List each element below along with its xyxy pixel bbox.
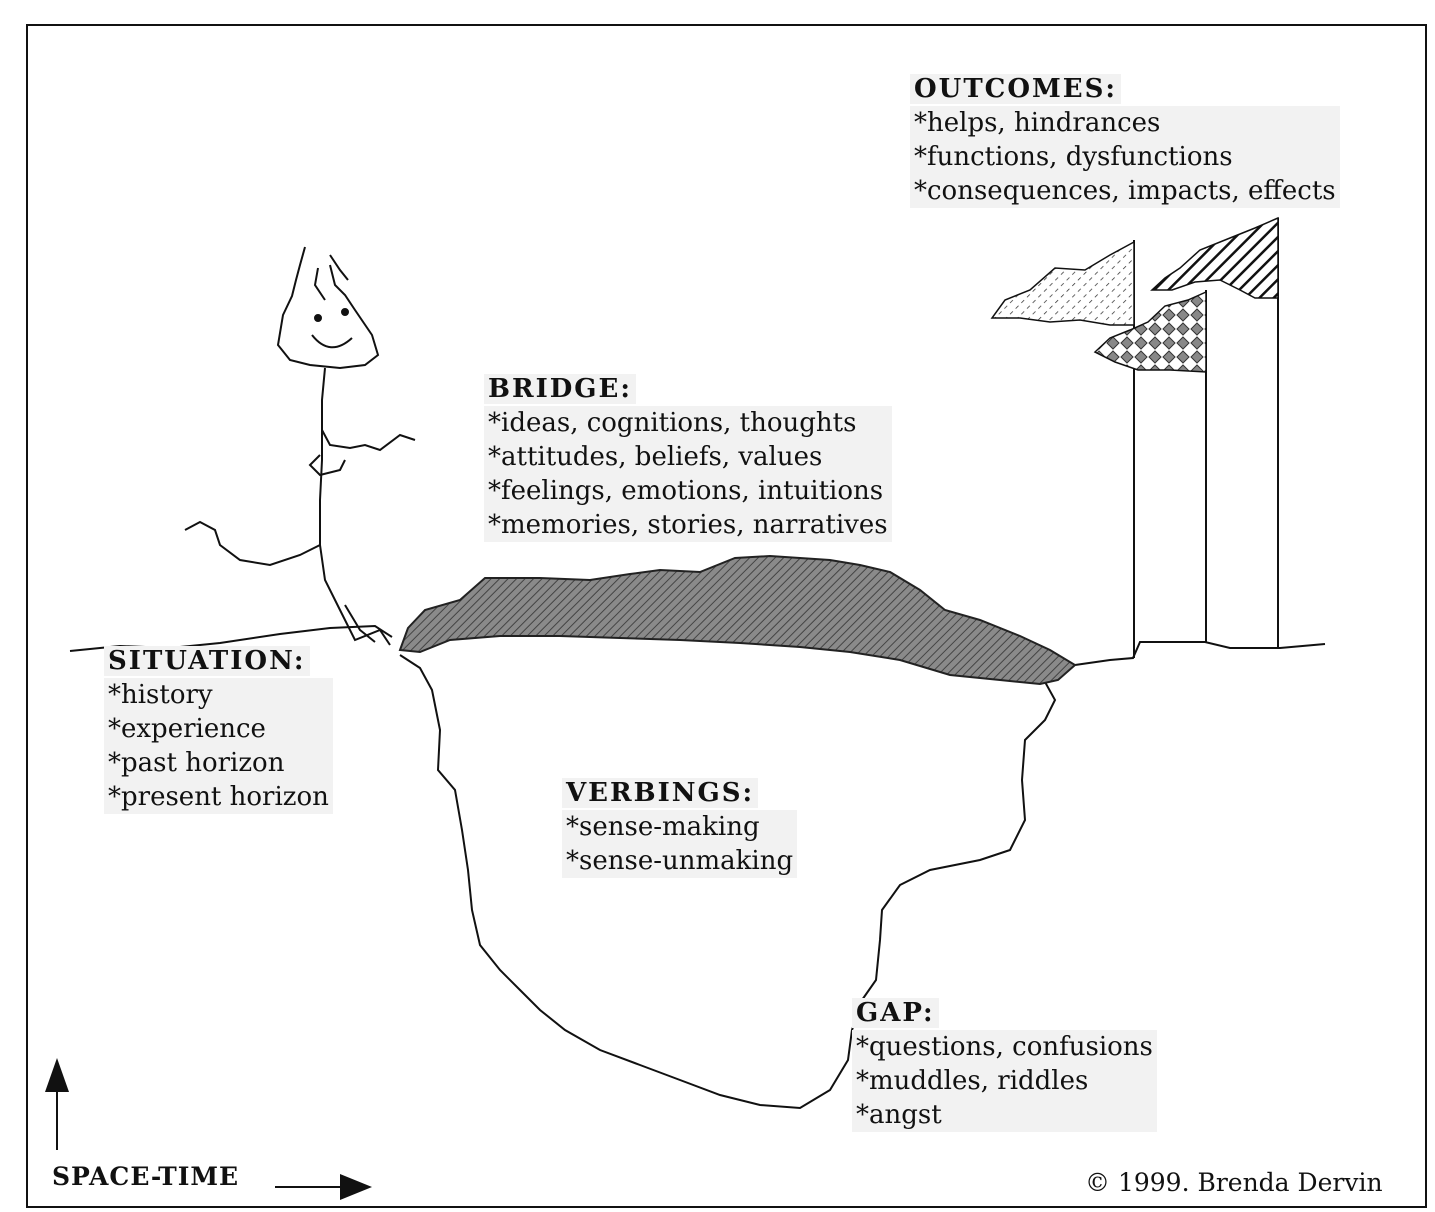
gap-heading: GAP: — [852, 998, 939, 1028]
frame-border — [26, 24, 1427, 1208]
situation-item: *present horizon — [104, 780, 333, 814]
verbings-item: *sense-making — [562, 810, 798, 844]
situation-heading: SITUATION: — [104, 646, 310, 676]
gap-chasm — [399, 654, 1076, 1110]
space-time-axis-label: SPACE-TIME — [52, 1162, 240, 1191]
verbings-label: VERBINGS: *sense-making *sense-unmaking — [562, 776, 798, 878]
outcomes-item: *helps, hindrances — [910, 106, 1340, 140]
gap-item: *muddles, riddles — [852, 1064, 1157, 1098]
flag-dashed — [990, 240, 1135, 326]
gap-label: GAP: *questions, confusions *muddles, ri… — [852, 996, 1157, 1132]
situation-item: *history — [104, 678, 333, 712]
arrow-up-icon — [45, 1058, 69, 1150]
bridge-shape — [398, 554, 1077, 686]
flag-checkered — [1093, 290, 1207, 373]
arrow-right-icon — [275, 1174, 372, 1200]
bridge-item: *attitudes, beliefs, values — [484, 440, 892, 474]
bridge-label: BRIDGE: *ideas, cognitions, thoughts *at… — [484, 372, 892, 542]
outcomes-item: *functions, dysfunctions — [910, 140, 1340, 174]
stick-figure-icon — [184, 246, 416, 646]
situation-item: *past horizon — [104, 746, 333, 780]
situation-label: SITUATION: *history *experience *past ho… — [104, 644, 333, 814]
outcomes-heading: OUTCOMES: — [910, 74, 1121, 104]
outcomes-label: OUTCOMES: *helps, hindrances *functions,… — [910, 72, 1340, 208]
verbings-heading: VERBINGS: — [562, 778, 759, 808]
gap-item: *angst — [852, 1098, 1157, 1132]
copyright-notice: © 1999. Brenda Dervin — [1085, 1168, 1383, 1197]
bridge-item: *feelings, emotions, intuitions — [484, 474, 892, 508]
outcomes-item: *consequences, impacts, effects — [910, 174, 1340, 208]
bridge-heading: BRIDGE: — [484, 374, 636, 404]
verbings-item: *sense-unmaking — [562, 844, 798, 878]
gap-item: *questions, confusions — [852, 1030, 1157, 1064]
situation-item: *experience — [104, 712, 333, 746]
ground-line-right — [1074, 641, 1326, 666]
flag-striped — [1150, 216, 1279, 299]
bridge-item: *memories, stories, narratives — [484, 508, 892, 542]
bridge-item: *ideas, cognitions, thoughts — [484, 406, 892, 440]
